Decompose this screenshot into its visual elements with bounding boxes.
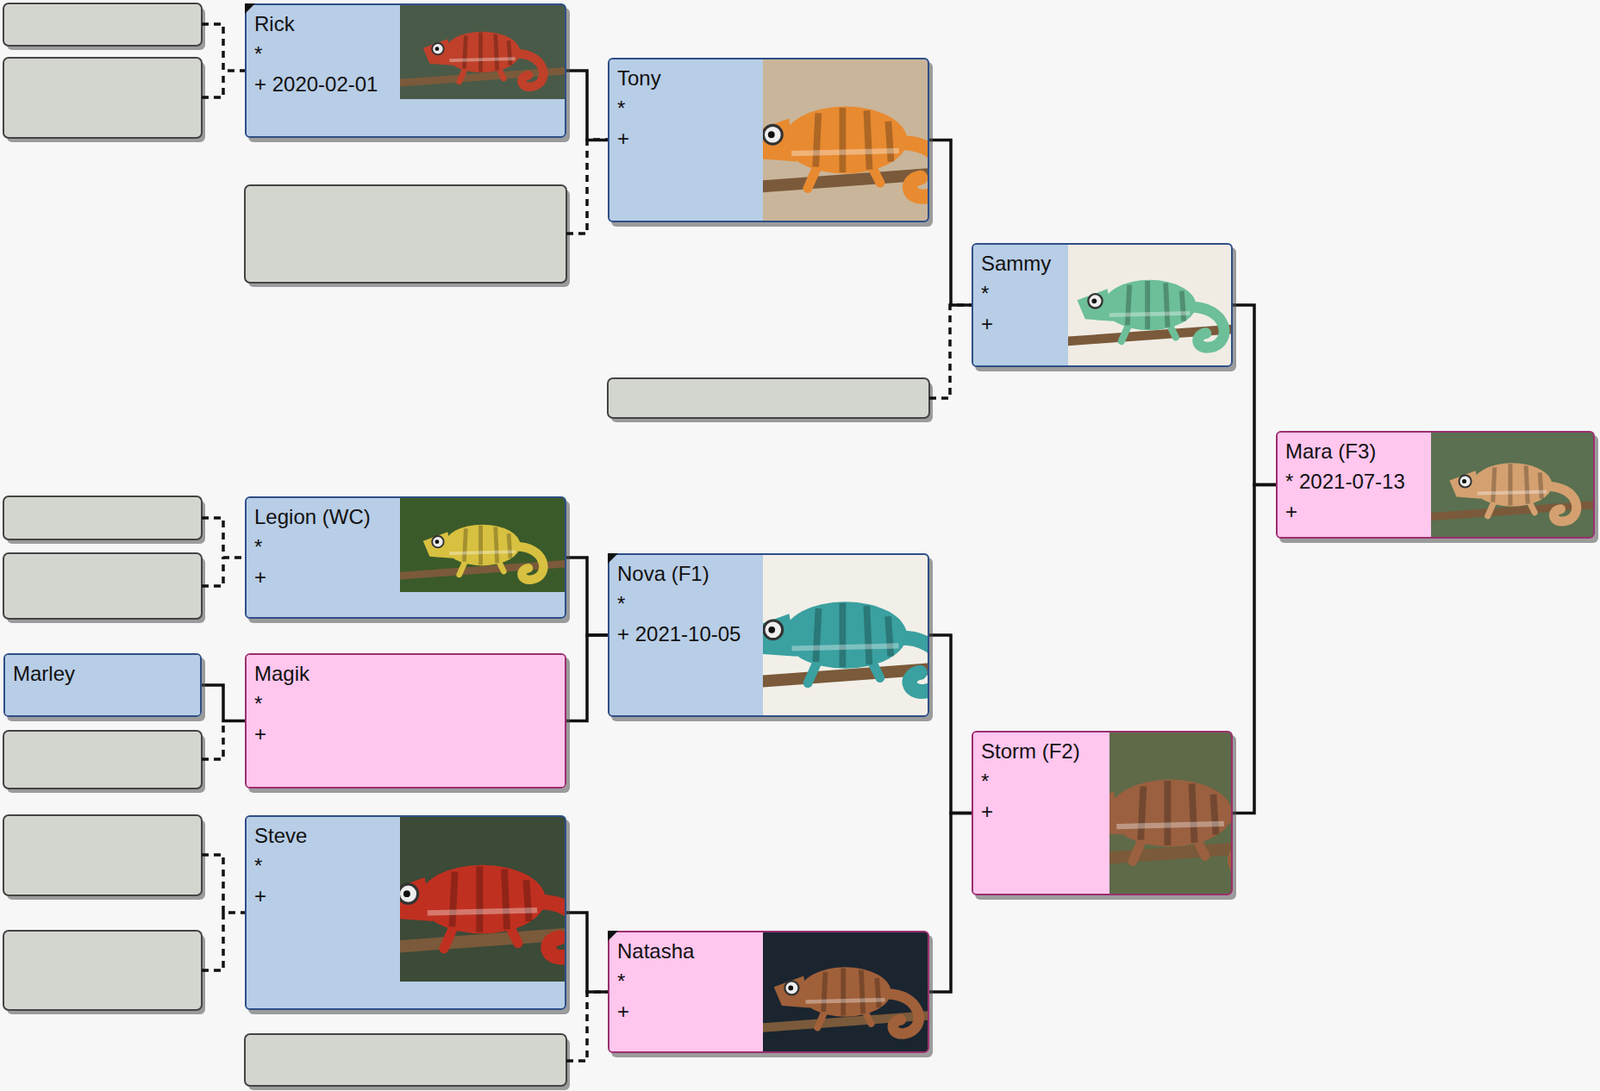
death-date: +: [617, 996, 630, 1027]
corner-mark: [607, 931, 619, 942]
birth-date: *: [254, 688, 263, 719]
parent-link: [929, 813, 972, 994]
death-date: +: [981, 308, 994, 339]
animal-name: Mara (F3): [1285, 436, 1376, 467]
corner-mark: [244, 3, 256, 14]
animal-name: Natasha: [617, 936, 694, 967]
pedigree-card: Magik*+: [244, 653, 567, 789]
death-date: +: [254, 562, 267, 593]
birth-date: *: [254, 38, 263, 69]
card-body: Magik*+: [246, 655, 567, 788]
parent-link: [929, 140, 972, 307]
death-date: +: [254, 718, 267, 750]
birth-date: *: [254, 850, 263, 882]
parent-link: [566, 70, 608, 141]
card-body: Natasha*+: [609, 932, 763, 1052]
pedigree-card: Legion (WC)*+: [244, 496, 567, 619]
pedigree-card: Tony*+: [607, 57, 930, 223]
pedigree-card: Nova (F1)*+ 2021-10-05: [607, 553, 930, 718]
birth-date: *: [617, 966, 625, 997]
pedigree-card: Steve*+: [244, 815, 567, 1011]
card-body: Mara (F3)* 2021-07-13+: [1277, 432, 1432, 538]
card-body: Marley: [5, 655, 202, 716]
birth-date: *: [981, 766, 989, 797]
chameleon-photo: [901, 598, 1439, 1029]
card-body: Steve*+: [246, 817, 400, 1009]
animal-name: Nova (F1): [617, 558, 710, 589]
pedigree-card: Storm (F2)*+: [971, 731, 1233, 896]
card-body: Rick*+ 2020-02-01: [246, 5, 400, 137]
animal-name: Tony: [617, 62, 662, 94]
pedigree-card: Marley: [3, 653, 202, 718]
animal-name: Steve: [254, 820, 307, 851]
card-body: Sammy*+: [973, 244, 1069, 366]
parent-link: [1232, 485, 1276, 814]
birth-date: *: [254, 531, 263, 563]
birth-date: *: [617, 93, 625, 124]
death-date: + 2020-02-01: [254, 68, 378, 100]
death-date: +: [254, 881, 267, 912]
death-date: + 2021-10-05: [617, 618, 741, 650]
pedigree-card: Mara (F3)* 2021-07-13+: [1275, 431, 1595, 539]
corner-mark: [607, 553, 619, 564]
parent-link: [201, 685, 245, 722]
animal-name: Storm (F2): [981, 736, 1081, 767]
birth-date: *: [981, 278, 989, 309]
pedigree-card: Natasha*+: [607, 931, 930, 1054]
animal-name: Sammy: [981, 248, 1051, 279]
death-date: +: [1285, 496, 1298, 527]
animal-name: Legion (WC): [254, 501, 371, 532]
card-body: Tony*+: [609, 59, 763, 221]
parent-link: [566, 912, 608, 993]
card-body: Nova (F1)*+ 2021-10-05: [609, 555, 763, 716]
animal-name: Rick: [254, 8, 295, 39]
parent-link: [929, 635, 972, 814]
animal-name: Marley: [12, 658, 75, 689]
birth-date: * 2021-07-13: [1285, 466, 1406, 497]
animal-name: Magik: [254, 658, 310, 689]
card-body: Legion (WC)*+: [246, 498, 400, 618]
death-date: +: [617, 123, 630, 154]
parent-link: [1232, 305, 1276, 486]
death-date: +: [981, 796, 994, 827]
parent-link: [566, 557, 608, 636]
pedigree-card: Rick*+ 2020-02-01: [244, 3, 567, 138]
birth-date: *: [617, 588, 625, 619]
chameleon-photos: [207, 0, 1600, 1091]
chameleon-photo: [948, 143, 1351, 466]
parent-link: [566, 635, 608, 722]
card-body: Storm (F2)*+: [973, 732, 1110, 894]
pedigree-card: Sammy*+: [971, 243, 1233, 368]
